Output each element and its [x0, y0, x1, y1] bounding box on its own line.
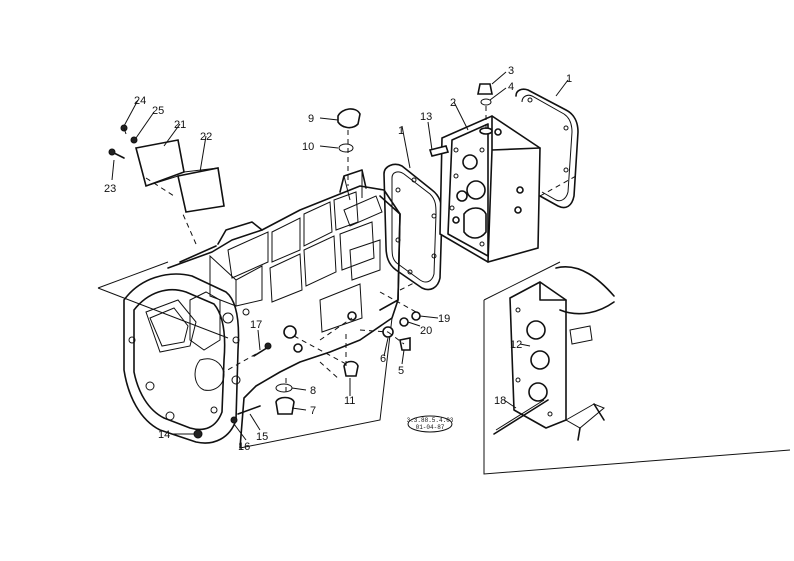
- callout-5: 5: [398, 365, 404, 377]
- callout-3: 3: [508, 65, 514, 77]
- callout-17: 17: [250, 319, 262, 331]
- callout-22: 22: [200, 131, 212, 143]
- callout-9: 9: [308, 113, 314, 125]
- callout-18: 18: [494, 395, 506, 407]
- leader-lines: [111, 71, 569, 441]
- callout-4: 4: [508, 81, 514, 93]
- callout-labels: 1 1 2 3 4 5 6 7 8 9 10 11 12 13 14 15 16…: [104, 65, 572, 453]
- callout-19: 19: [438, 313, 450, 325]
- small-parts: [108, 83, 549, 439]
- gasket-left: [383, 163, 443, 291]
- callout-2: 2: [450, 97, 456, 109]
- callout-1: 1: [566, 73, 572, 85]
- callout-13: 13: [420, 111, 432, 123]
- stamp-line2: 01-04-87: [416, 424, 445, 431]
- callout-15: 15: [256, 431, 268, 443]
- callout-16: 16: [238, 441, 250, 453]
- callout-25: 25: [152, 105, 164, 117]
- callout-21: 21: [174, 119, 186, 131]
- callout-14: 14: [158, 429, 170, 441]
- callout-23: 23: [104, 183, 116, 195]
- callout-8: 8: [310, 385, 316, 397]
- callout-10: 10: [302, 141, 314, 153]
- date-stamp: 3.3.88.5.4.03 01-04-87: [407, 415, 454, 433]
- stamp-line1: 3.3.88.5.4.03: [407, 417, 454, 424]
- cover-plates: [135, 139, 225, 213]
- assembly-lines: [145, 106, 487, 392]
- callout-1: 1: [398, 125, 404, 137]
- callout-12: 12: [510, 339, 522, 351]
- gearbox-plate: [439, 115, 541, 263]
- gasket-right: [515, 88, 579, 209]
- callout-11: 11: [344, 395, 355, 407]
- callout-20: 20: [420, 325, 432, 337]
- transmission-housing: [97, 169, 401, 449]
- inset-detail: [483, 261, 791, 475]
- callout-24: 24: [134, 95, 146, 107]
- callout-7: 7: [310, 405, 316, 417]
- callout-6: 6: [380, 353, 386, 365]
